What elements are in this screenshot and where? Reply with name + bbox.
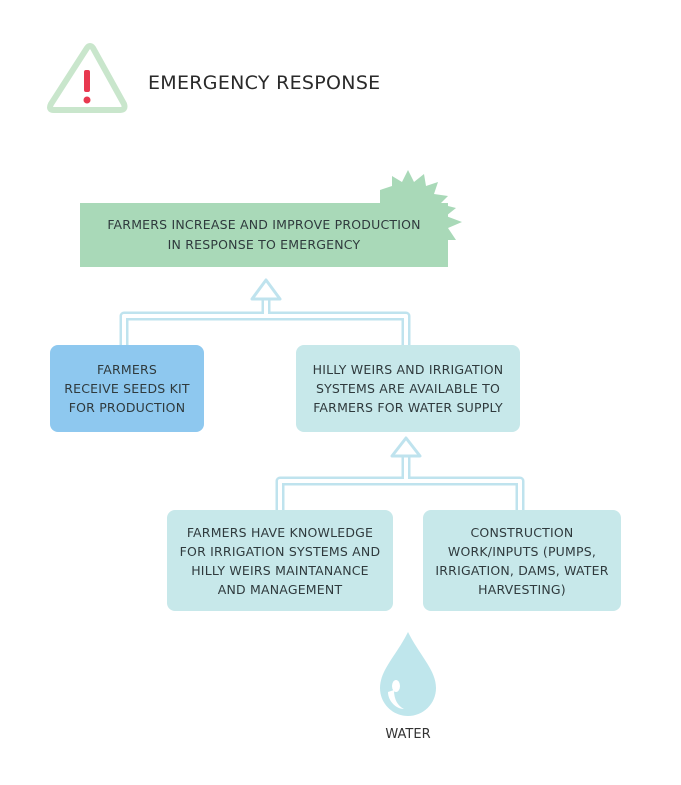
knowledge-box: FARMERS HAVE KNOWLEDGE FOR IRRIGATION SY… [167,510,393,611]
lower-connector-arrow [275,436,525,512]
outcome-box: FARMERS INCREASE AND IMPROVE PRODUCTION … [80,203,448,267]
construction-box: CONSTRUCTION WORK/INPUTS (PUMPS, IRRIGAT… [423,510,621,611]
weirs-irrigation-box: HILLY WEIRS AND IRRIGATION SYSTEMS ARE A… [296,345,520,432]
seeds-kit-box: FARMERS RECEIVE SEEDS KIT FOR PRODUCTION [50,345,204,432]
warning-triangle-icon [47,43,128,113]
water-label: WATER [385,727,431,742]
upper-connector-arrow [119,278,411,347]
page-title: EMERGENCY RESPONSE [148,72,381,94]
water-drop-icon [380,632,436,716]
